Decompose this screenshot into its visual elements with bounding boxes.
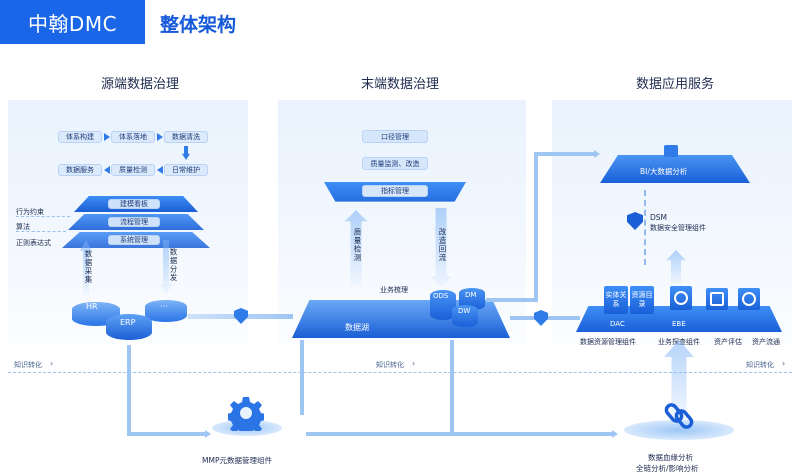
connector-line xyxy=(127,432,207,436)
flow-box-system-landing: 体系落地 xyxy=(111,131,155,143)
connector-line xyxy=(127,345,131,435)
side-label-behavior: 行为约束 xyxy=(16,208,44,216)
knowledge-label-1: 知识转化 xyxy=(14,361,42,369)
arrow-up-icon xyxy=(666,250,686,284)
side-label-regex: 正则表达式 xyxy=(16,239,51,247)
chevron-right-icon: › xyxy=(50,359,54,368)
label-lineage-sub: 全链分析/影响分析 xyxy=(636,464,699,473)
arrow-up-icon xyxy=(80,240,92,295)
label-reform-return: 改造回流 xyxy=(438,228,447,262)
connector-line xyxy=(450,340,454,435)
box-caliber-management: 口径管理 xyxy=(362,130,428,143)
label-dm: DM xyxy=(465,291,477,299)
label-dac: DAC xyxy=(610,320,625,328)
cube-entity: 实体关系 xyxy=(604,286,628,314)
cube-asset-flow xyxy=(738,288,760,310)
arrow-right-icon xyxy=(612,430,618,438)
connector-line xyxy=(300,340,304,415)
cube-catalog: 资源目录 xyxy=(630,286,654,314)
divider xyxy=(16,216,70,217)
flow-box-system-build: 体系构建 xyxy=(58,131,102,143)
label-dw: DW xyxy=(458,307,471,315)
search-icon xyxy=(674,291,688,305)
lineage-base xyxy=(624,420,734,440)
flow-box-data-service: 数据服务 xyxy=(58,164,102,176)
db-label-hr: HR xyxy=(86,302,98,311)
dashed-connector xyxy=(644,190,646,265)
label-dsm-sub: 数据安全管理组件 xyxy=(650,224,706,232)
label-asset-eval: 资产评估 xyxy=(714,338,742,346)
arrow-right-icon xyxy=(104,133,110,141)
label-dsm: DSM xyxy=(650,213,668,222)
label-resource-component: 数据资源管理组件 xyxy=(580,338,636,346)
arrow-right-icon xyxy=(594,150,600,158)
cylinder-ods xyxy=(430,290,456,320)
brand-logo: 中翰DMC xyxy=(0,0,145,44)
shield-check-icon xyxy=(627,212,643,230)
flow-icon xyxy=(742,292,756,306)
arrow-right-icon xyxy=(205,430,211,438)
divider xyxy=(16,231,66,232)
shield-icon xyxy=(534,310,548,326)
flow-box-data-cleaning: 数据清洗 xyxy=(164,131,208,143)
tier-label-process: 流程管理 xyxy=(108,217,160,227)
arrow-down-icon xyxy=(430,208,452,288)
label-asset-flow: 资产流通 xyxy=(752,338,780,346)
knowledge-label-3: 知识转化 xyxy=(746,361,774,369)
tier-label-system: 系统管理 xyxy=(108,235,160,245)
label-lineage: 数据血缘分析 xyxy=(648,453,693,462)
chart-icon xyxy=(664,145,678,157)
connector-line xyxy=(534,152,596,156)
bi-platform xyxy=(600,155,750,183)
box-indicator-management: 指标管理 xyxy=(362,185,428,197)
knowledge-label-2: 知识转化 xyxy=(376,361,404,369)
label-data-distribute: 数据分发 xyxy=(169,248,178,282)
side-label-algorithm: 算法 xyxy=(16,223,30,231)
shield-icon xyxy=(234,308,248,324)
cube-search xyxy=(670,286,692,310)
tier-label-model-board: 建模看板 xyxy=(108,199,160,209)
grid-icon xyxy=(710,292,724,306)
label-ebe: EBE xyxy=(672,320,686,328)
section-title-application: 数据应用服务 xyxy=(635,77,714,92)
link-icon xyxy=(663,400,695,432)
label-bi: BI/大数据分析 xyxy=(640,167,688,176)
flow-box-daily-maintenance: 日常维护 xyxy=(164,164,208,176)
database-erp xyxy=(106,314,152,340)
label-mmp: MMP元数据管理组件 xyxy=(202,456,272,465)
connector-line xyxy=(306,432,612,436)
link-icon-svg xyxy=(664,403,694,429)
section-title-terminal: 末端数据治理 xyxy=(360,77,439,92)
arrow-down-icon xyxy=(182,146,190,160)
arrow-left-icon xyxy=(104,166,110,174)
section-title-source: 源端数据治理 xyxy=(100,77,179,92)
label-ods: ODS xyxy=(433,292,449,300)
arrow-left-icon xyxy=(157,166,163,174)
label-quality-check: 质量检测 xyxy=(353,228,362,262)
connector-line xyxy=(534,152,538,300)
label-data-lake: 数据湖 xyxy=(345,323,369,332)
gear-icon-svg xyxy=(228,397,264,431)
arrow-right-icon xyxy=(157,133,163,141)
label-business: 业务梳理 xyxy=(380,286,408,294)
connector-line xyxy=(486,298,538,302)
arrow-up-icon xyxy=(345,210,367,285)
cube-asset-eval xyxy=(706,288,728,310)
db-label-erp: ERP xyxy=(120,318,136,327)
cylinder-dw xyxy=(452,305,478,327)
db-label-other: ··· xyxy=(160,302,168,311)
cylinder-dm xyxy=(459,288,485,310)
arrow-down-icon xyxy=(160,240,172,295)
chevron-right-icon: › xyxy=(412,359,416,368)
label-data-collect: 数据采集 xyxy=(84,250,93,284)
flow-box-quality-check: 质量检测 xyxy=(111,164,155,176)
box-quality-monitor: 质量监测、改造 xyxy=(362,157,428,170)
database-other xyxy=(145,300,187,322)
divider xyxy=(8,372,792,373)
chevron-right-icon: › xyxy=(782,359,786,368)
page-title: 整体架构 xyxy=(160,14,237,36)
gear-icon xyxy=(226,395,266,431)
